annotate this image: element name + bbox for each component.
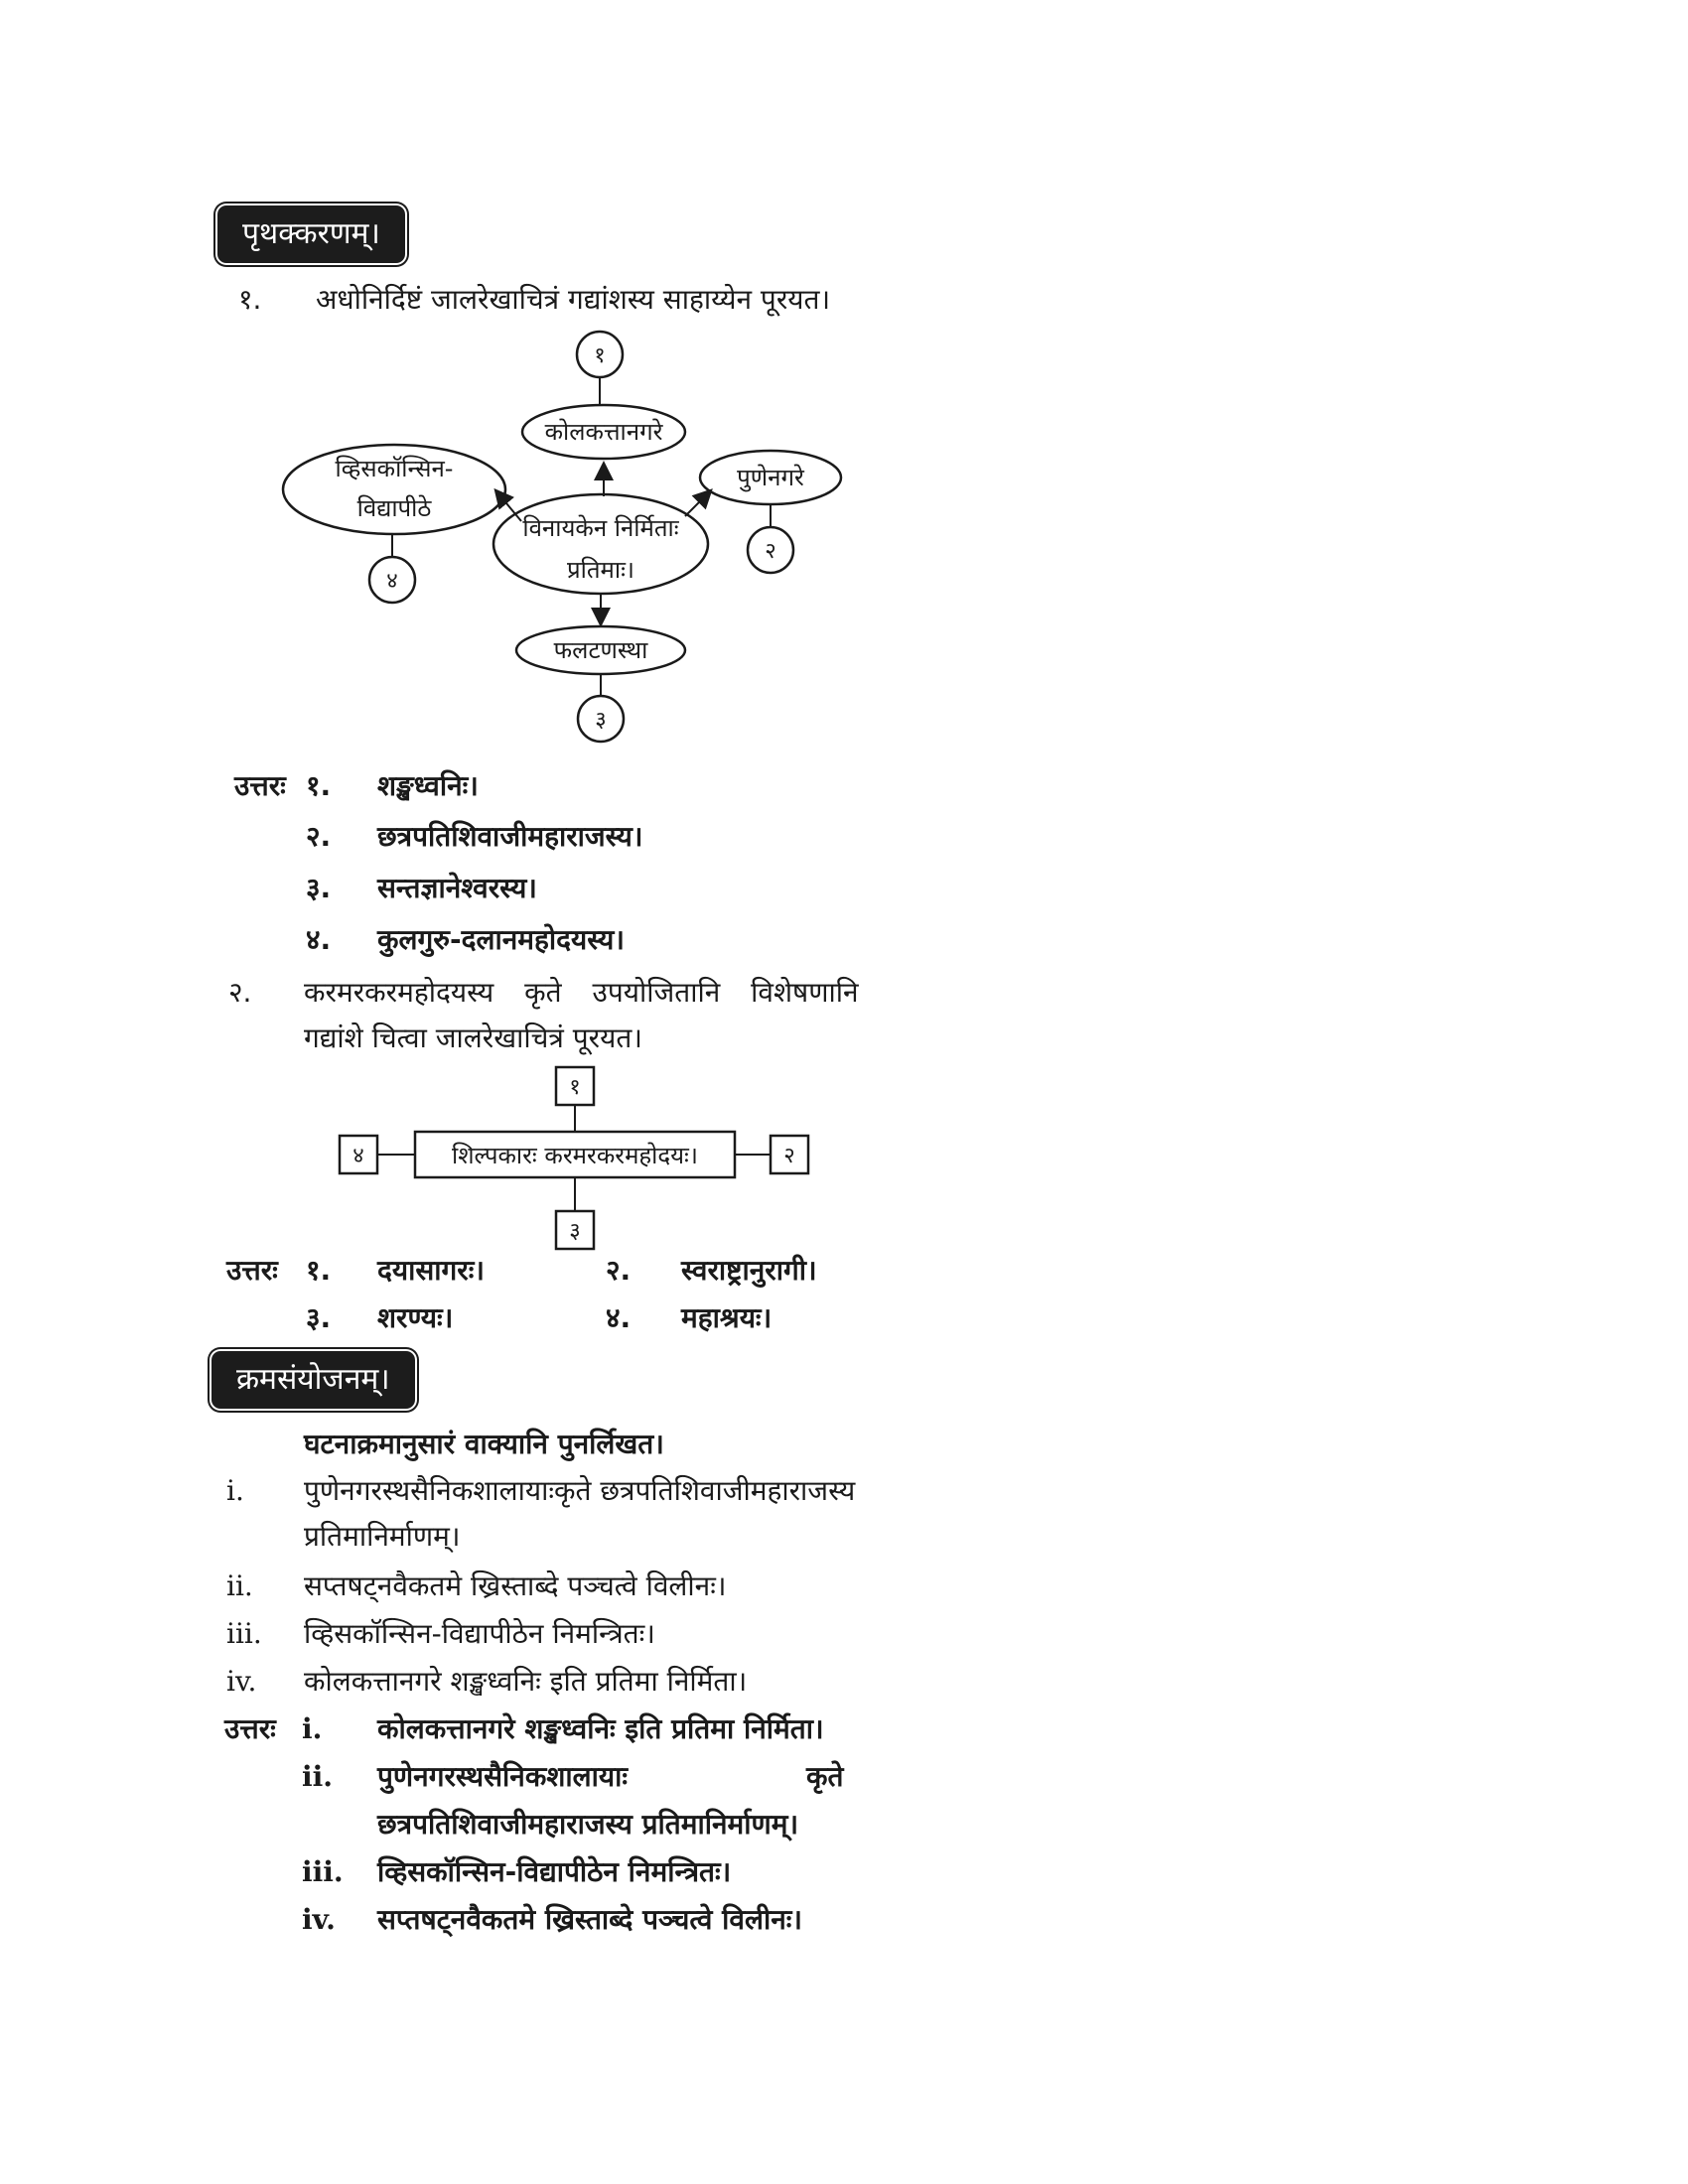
- question-1-number: १.: [238, 283, 262, 316]
- node-top-kolkata: [520, 403, 687, 461]
- box-marker-4: [338, 1134, 379, 1175]
- section-2-instruction: घटनाक्रमानुसारं वाक्यानि पुनर्लिखत।: [304, 1428, 664, 1460]
- answer-i-num: i.: [302, 1712, 323, 1745]
- q2-answer-3-text: शरण्यः।: [377, 1301, 454, 1334]
- box-marker-2: [769, 1134, 810, 1175]
- item-iii-num: iii.: [226, 1617, 262, 1650]
- q2-answer-3-num: ३.: [306, 1301, 332, 1334]
- question-2-number: २.: [228, 976, 252, 1009]
- q2-answer-1-text: दयासागरः।: [377, 1254, 486, 1287]
- item-i-num: i.: [226, 1474, 244, 1507]
- node-center-line2: प्रतिमाः।: [567, 556, 634, 584]
- answer-iv-line1: सप्तषट्नवैकतमे ख्रिस्ताब्दे पञ्चत्वे विल…: [377, 1903, 803, 1936]
- section-heading-kramasanyojanam: क्रमसंयोजनम्।: [214, 1354, 412, 1406]
- box-marker-2-label: २: [783, 1144, 794, 1168]
- box-marker-1: [554, 1065, 596, 1107]
- box-marker-1-label: १: [569, 1075, 580, 1100]
- q1-answer-4-text: कुलगुरु-दलानमहोदयस्य।: [377, 923, 625, 956]
- marker-2-label: २: [765, 539, 775, 564]
- item-iii-line1: व्हिसकॉन्सिन-विद्यापीठेन निमन्त्रितः।: [304, 1617, 655, 1650]
- box-center-label: शिल्पकारः करमरकरमहोदयः।: [452, 1142, 698, 1169]
- q1-answer-2-text: छत्रपतिशिवाजीमहाराजस्य।: [377, 820, 643, 853]
- q2-answer-1-num: १.: [306, 1254, 332, 1287]
- box-marker-3-label: ३: [569, 1219, 580, 1244]
- node-center-line1: विनायकेन निर्मिताः: [522, 514, 679, 542]
- question-1-prompt: अधोनिर्दिष्टं जालरेखाचित्रं गद्यांशस्य स…: [316, 283, 831, 316]
- item-i-line1: पुणेनगरस्थसैनिकशालायाःकृते छत्रपतिशिवाजी…: [304, 1474, 856, 1507]
- answer-iv-num: iv.: [302, 1903, 336, 1936]
- marker-1-label: १: [594, 343, 605, 368]
- answer-iii-line1: व्हिसकॉन्सिन-विद्यापीठेन निमन्त्रितः।: [377, 1855, 732, 1888]
- answer-ii-line1: पुणेनगरस्थसैनिकशालायाः: [377, 1760, 629, 1793]
- node-left-line1: व्हिसकॉन्सिन-: [336, 455, 454, 482]
- q2-answer-label: उत्तरः: [226, 1254, 278, 1287]
- section-heading-prithakkaranam: पृथक्करणम्।: [220, 208, 402, 260]
- box-center: [413, 1130, 737, 1179]
- q1-answer-4-num: ४.: [306, 923, 332, 956]
- answer-ii-num: ii.: [302, 1760, 334, 1793]
- q1-answer-label: उत्तरः: [234, 769, 286, 802]
- box-marker-4-label: ४: [352, 1144, 363, 1168]
- marker-3-label: ३: [595, 708, 606, 733]
- item-ii-num: ii.: [226, 1570, 253, 1602]
- q1-answer-3-num: ३.: [306, 872, 332, 904]
- node-bottom-label: फलटणस्था: [554, 636, 648, 664]
- q1-answer-2-num: २.: [306, 820, 332, 853]
- box-marker-3: [554, 1209, 596, 1251]
- q2-answer-4-num: ४.: [606, 1301, 632, 1334]
- marker-circle-1: [575, 330, 625, 379]
- node-left-wisconsin: [281, 443, 507, 536]
- item-iv-num: iv.: [226, 1665, 257, 1698]
- node-right-label: पुणेनगरे: [737, 464, 805, 492]
- answer-i-line1: कोलकत्तानगरे शङ्खध्वनिः इति प्रतिमा निर्…: [377, 1712, 824, 1745]
- q1-answer-1-num: १.: [306, 769, 332, 802]
- marker-4-label: ४: [386, 569, 397, 594]
- answer-ii-line1b: कृते: [806, 1760, 844, 1793]
- node-right-pune: [698, 449, 843, 506]
- node-top-label: कोलकत्तानगरे: [545, 418, 664, 446]
- node-left-line2: विद्यापीठे: [357, 494, 433, 522]
- q1-answer-1-text: शङ्खध्वनिः।: [377, 769, 479, 802]
- question-2-prompt-line2: गद्यांशे चित्वा जालरेखाचित्रं पूरयत।: [304, 1022, 642, 1054]
- answer-iii-num: iii.: [302, 1855, 344, 1888]
- question-2-prompt-line1: करमरकरमहोदयस्य कृते उपयोजितानि विशेषणानि: [304, 976, 859, 1009]
- item-i-line2: प्रतिमानिर्माणम्।: [304, 1520, 461, 1553]
- q2-answer-2-text: स्वराष्ट्रानुरागी।: [681, 1254, 817, 1287]
- q2-answer-2-num: २.: [606, 1254, 632, 1287]
- q2-answer-4-text: महाश्रयः।: [681, 1301, 773, 1334]
- section-2-answer-label: उत्तरः: [224, 1712, 276, 1745]
- marker-circle-2: [746, 525, 795, 575]
- q1-answer-3-text: सन्तज्ञानेश्वरस्य।: [377, 872, 537, 904]
- node-bottom-phaltan: [514, 624, 687, 676]
- node-center: [492, 492, 710, 596]
- marker-circle-3: [576, 694, 626, 744]
- item-iv-line1: कोलकत्तानगरे शङ्खध्वनिः इति प्रतिमा निर्…: [304, 1665, 748, 1698]
- answer-ii-line2: छत्रपतिशिवाजीमहाराजस्य प्रतिमानिर्माणम्।: [377, 1808, 799, 1841]
- marker-circle-4: [367, 555, 417, 605]
- item-ii-line1: सप्तषट्नवैकतमे ख्रिस्ताब्दे पञ्चत्वे विल…: [304, 1570, 727, 1602]
